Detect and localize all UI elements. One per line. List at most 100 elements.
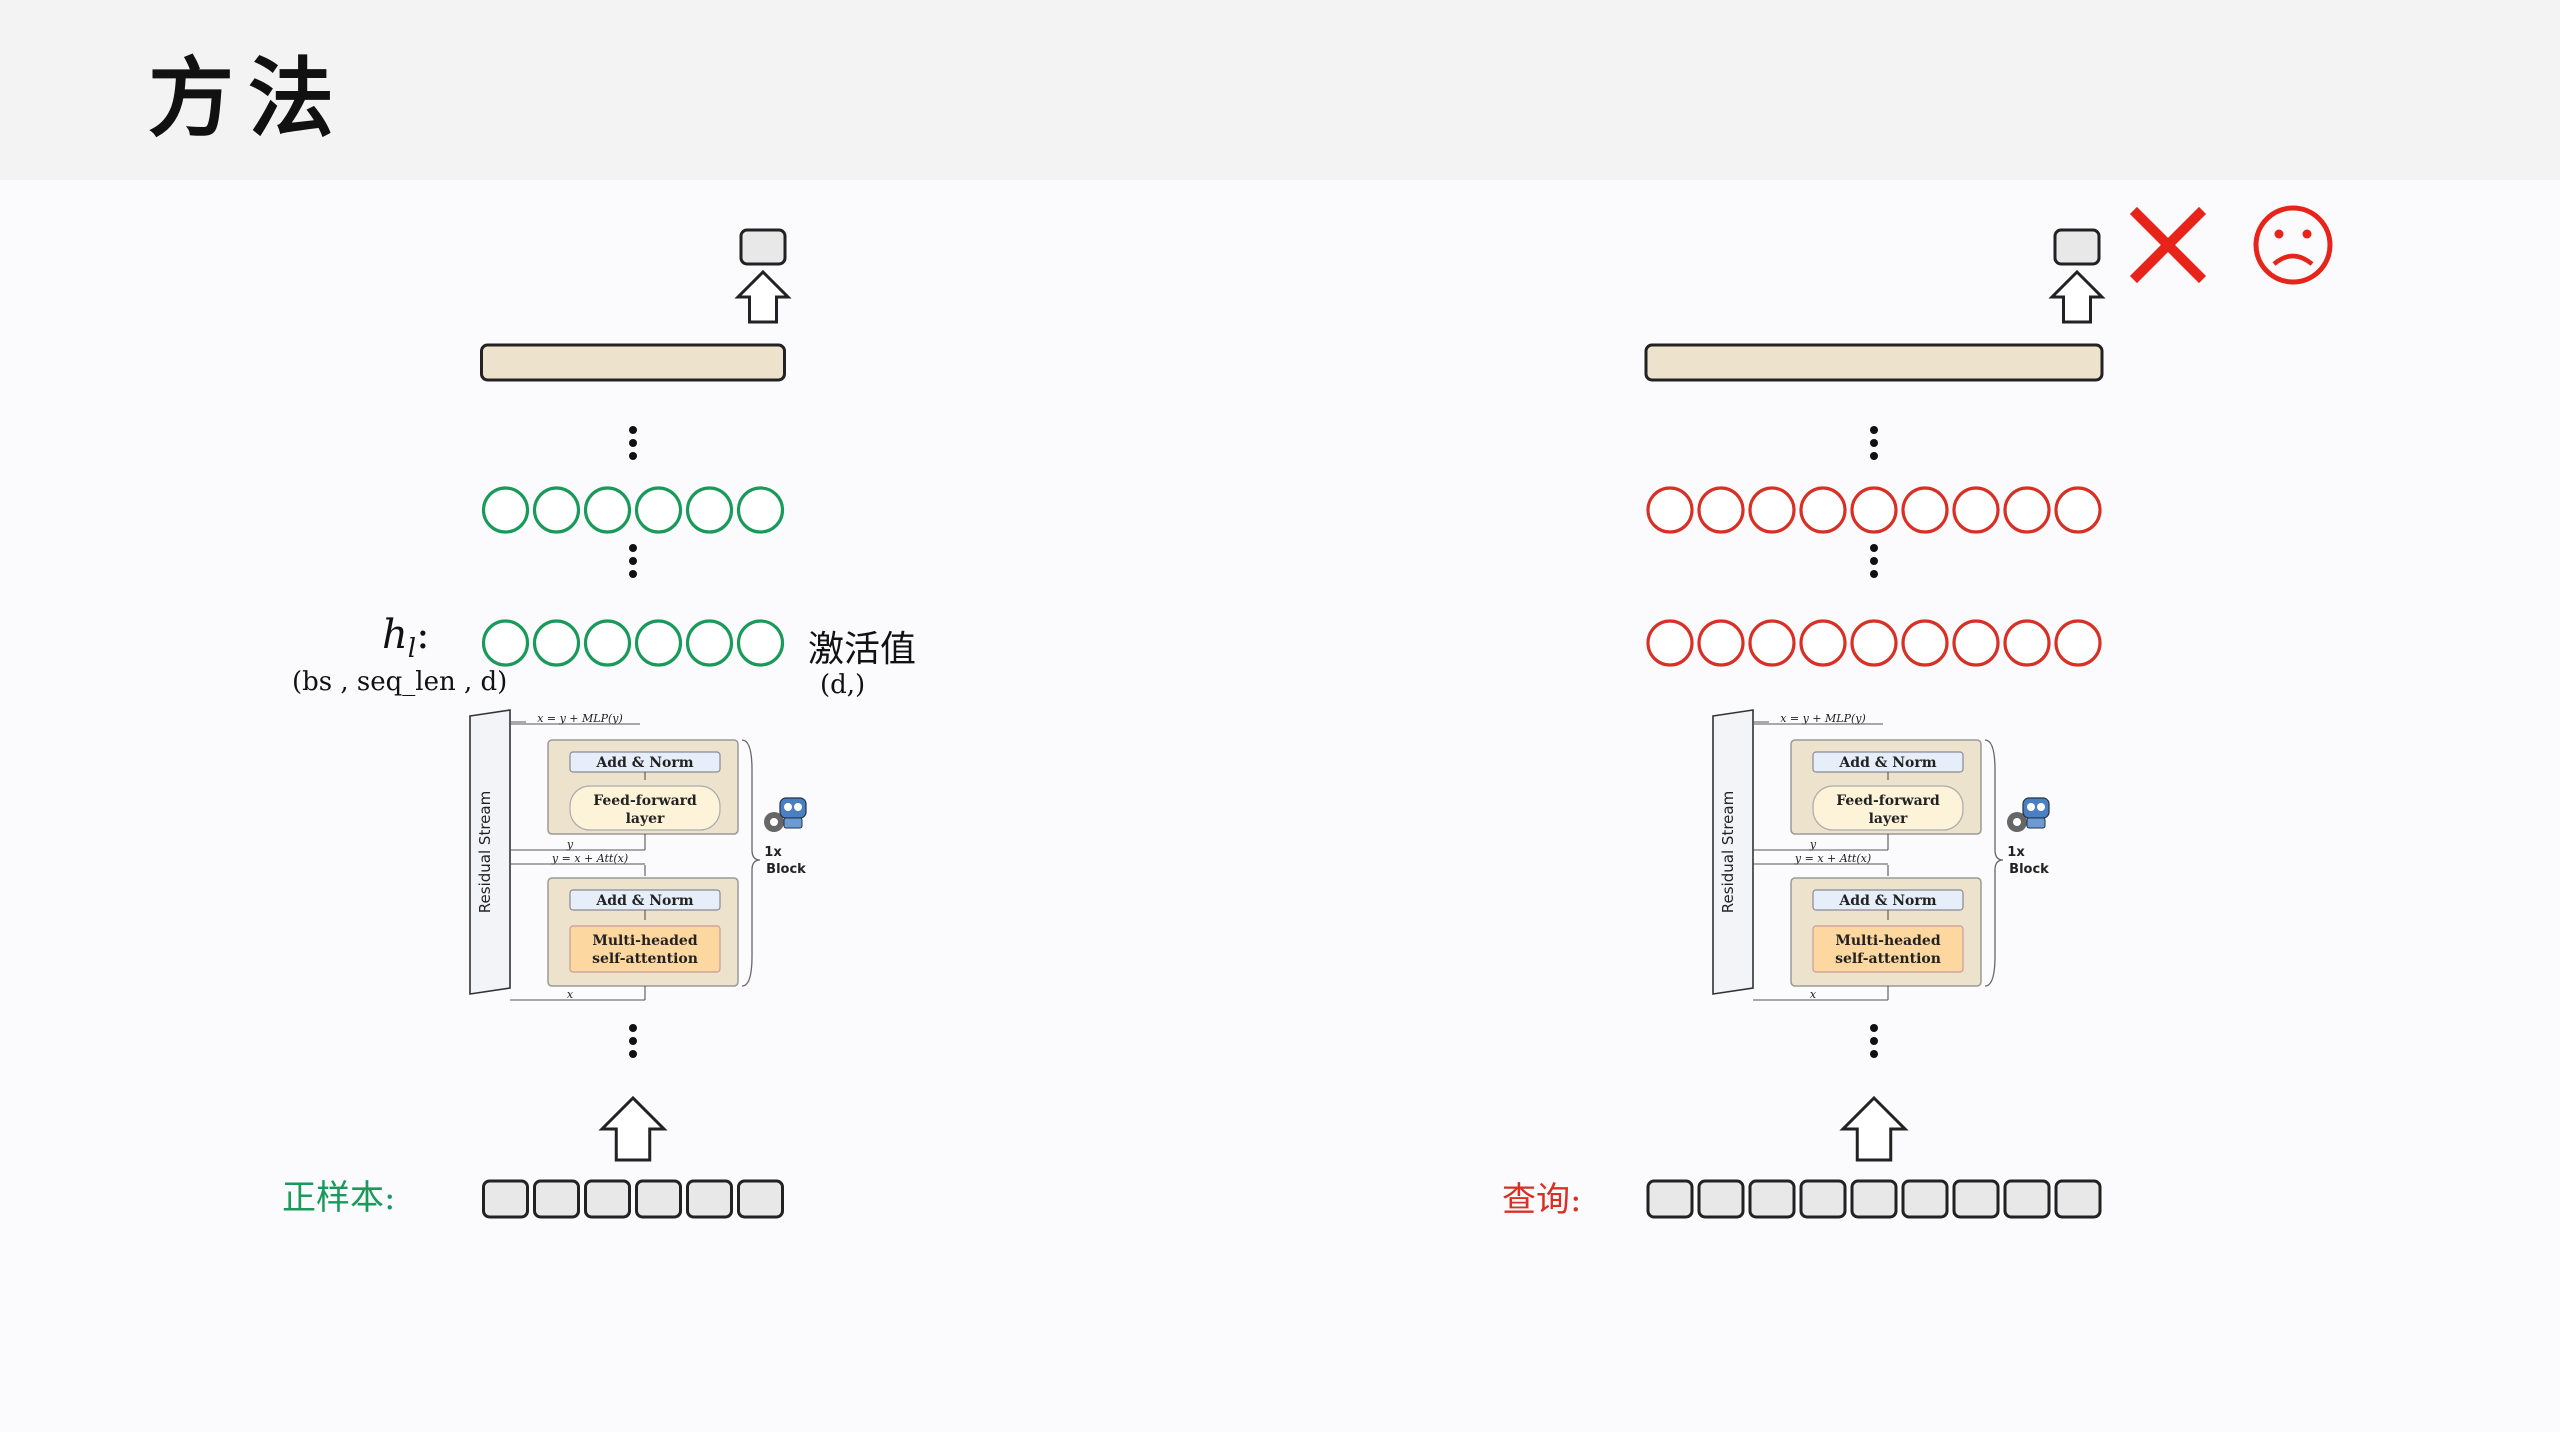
- mha-label-2: self-attention: [1835, 951, 1941, 967]
- right-neuron-upper: [1697, 486, 1745, 534]
- left-input-token: [737, 1179, 784, 1219]
- right-output-bar: [1644, 343, 2104, 382]
- dot: [1870, 570, 1878, 578]
- equation-y: y: [566, 838, 574, 851]
- right-neuron-activation: [1952, 619, 2000, 667]
- left-neuron-upper: [481, 486, 530, 534]
- right-neuron-activation: [2054, 619, 2102, 667]
- right-input-token: [1646, 1179, 1694, 1219]
- left-neuron-activation: [583, 619, 632, 667]
- right-neuron-upper: [1901, 486, 1949, 534]
- equation-mid: y = x + Att(x): [551, 852, 628, 865]
- right-input-token: [1901, 1179, 1949, 1219]
- dot: [629, 1050, 637, 1058]
- left-dots-top: [629, 426, 637, 460]
- dot: [629, 557, 637, 565]
- residual-stream-bar: [469, 709, 511, 995]
- dot: [1870, 452, 1878, 460]
- left-neuron-upper: [685, 486, 734, 534]
- right-neuron-activation: [1850, 619, 1898, 667]
- left-input-arrow: [598, 1095, 668, 1162]
- add-norm-bottom-label: Add & Norm: [1838, 893, 1936, 909]
- dot: [1870, 1037, 1878, 1045]
- equation-top: x = y + MLP(y): [1780, 712, 1866, 725]
- dot: [629, 1037, 637, 1045]
- right-input-token: [1748, 1179, 1796, 1219]
- slide-title: 方法: [148, 48, 348, 149]
- left-neuron-activation: [532, 619, 581, 667]
- left-input-token: [635, 1179, 682, 1219]
- dot: [629, 570, 637, 578]
- add-norm-top-label: Add & Norm: [595, 755, 693, 771]
- right-dots-top: [1870, 426, 1878, 460]
- robot-gear-icon: [2007, 797, 2050, 832]
- block-brace: [741, 739, 761, 987]
- robot-body: [783, 817, 803, 829]
- multi-head-attention-box: [569, 925, 721, 973]
- right-neuron-activation: [2003, 619, 2051, 667]
- query-label: 查询:: [1502, 1180, 1582, 1220]
- right-neuron-upper: [1799, 486, 1847, 534]
- right-neuron-activation: [1697, 619, 1745, 667]
- left-neuron-upper: [532, 486, 581, 534]
- feed-forward-label-2: layer: [626, 811, 665, 827]
- robot-body: [2026, 817, 2046, 829]
- right-neuron-upper: [1646, 486, 1694, 534]
- equation-y: y: [1809, 838, 1817, 851]
- slide-header: [0, 0, 2560, 180]
- right-input-token: [1799, 1179, 1847, 1219]
- dot: [1870, 426, 1878, 434]
- left-neuron-activation: [634, 619, 683, 667]
- residual-stream-label: Residual Stream: [476, 791, 494, 913]
- left-dots-middle: [629, 544, 637, 578]
- right-neuron-upper: [1952, 486, 2000, 534]
- feed-forward-label: Feed-forward: [593, 793, 697, 809]
- robot-head: [779, 797, 807, 819]
- face-eye: [2274, 229, 2284, 239]
- right-neuron-activation: [1748, 619, 1796, 667]
- left-neuron-activation: [481, 619, 530, 667]
- feed-forward-label-2: layer: [1869, 811, 1908, 827]
- left-neuron-upper: [634, 486, 683, 534]
- dot: [1870, 1050, 1878, 1058]
- right-input-token: [1952, 1179, 2000, 1219]
- mha-label: Multi-headed: [592, 933, 697, 949]
- add-norm-top-label: Add & Norm: [1838, 755, 1936, 771]
- left-dots-bottom: [629, 1024, 637, 1058]
- hidden-state-symbol: h: [382, 612, 408, 658]
- block-word-label: Block: [766, 862, 806, 877]
- hidden-state-colon: :: [416, 612, 430, 658]
- gear-hole: [770, 818, 778, 826]
- right-dots-middle: [1870, 544, 1878, 578]
- dot: [629, 426, 637, 434]
- feed-forward-box: [569, 785, 721, 831]
- residual-stream-bar: [1712, 709, 1754, 995]
- left-input-token: [686, 1179, 733, 1219]
- face-frown: [2272, 253, 2314, 266]
- right-dots-bottom: [1870, 1024, 1878, 1058]
- right-neuron-upper: [2003, 486, 2051, 534]
- left-input-token: [584, 1179, 631, 1219]
- left-input-token: [482, 1179, 529, 1219]
- right-neuron-upper: [1850, 486, 1898, 534]
- right-input-token: [2054, 1179, 2102, 1219]
- residual-stream-label: Residual Stream: [1719, 791, 1737, 913]
- right-neuron-upper: [2054, 486, 2102, 534]
- right-neuron-activation: [1799, 619, 1847, 667]
- equation-top: x = y + MLP(y): [537, 712, 623, 725]
- equation-mid: y = x + Att(x): [1794, 852, 1871, 865]
- robot-eye: [2027, 803, 2035, 811]
- hidden-shape-label: (bs , seq_len , d): [292, 667, 508, 697]
- dot: [1870, 544, 1878, 552]
- dot: [1870, 439, 1878, 447]
- mha-label-2: self-attention: [592, 951, 698, 967]
- face-eye: [2302, 229, 2312, 239]
- hidden-state-label: hl:: [382, 612, 430, 664]
- right-neuron-upper: [1748, 486, 1796, 534]
- dot: [629, 452, 637, 460]
- left-input-token: [533, 1179, 580, 1219]
- activation-label: 激活值: [808, 629, 917, 670]
- mha-label: Multi-headed: [1835, 933, 1940, 949]
